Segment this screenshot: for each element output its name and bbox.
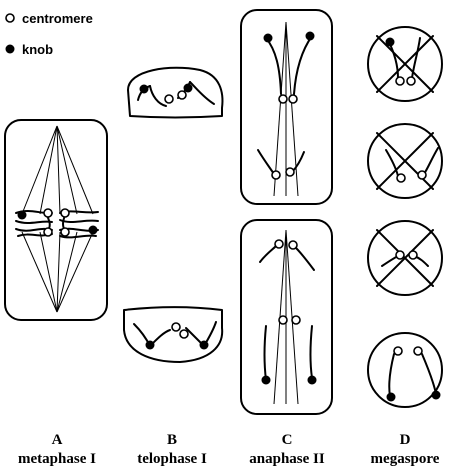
knob (200, 341, 209, 350)
knob (262, 376, 271, 385)
centromere (178, 91, 186, 99)
centromere (289, 95, 297, 103)
knob (306, 32, 315, 41)
centromere-legend-label: centromere (22, 11, 93, 26)
centromere (61, 209, 69, 217)
knob (140, 85, 149, 94)
knob (308, 376, 317, 385)
centromere (394, 347, 402, 355)
centromere (165, 95, 173, 103)
spindle-fibers (22, 126, 93, 312)
centromere (409, 251, 417, 259)
panel-a-metaphase-cell (5, 120, 107, 320)
telophase-bottom-cell-outline (124, 307, 222, 362)
panel-b-telophase-bottom-cell (124, 307, 222, 362)
panel-labels: A metaphase I B telophase I C anaphase I… (18, 432, 440, 467)
knob (432, 391, 441, 400)
panel-b-telophase-top-cell (128, 68, 222, 118)
knob-legend-label: knob (22, 42, 53, 57)
knob (184, 84, 193, 93)
centromere-legend-icon (6, 14, 14, 22)
centromere (44, 209, 52, 217)
centromere (180, 330, 188, 338)
panel-d-megaspore-4-functional (368, 333, 442, 407)
knob (146, 341, 155, 350)
panel-d-stage: megaspore (371, 451, 440, 467)
centromere (172, 323, 180, 331)
knob (387, 393, 396, 402)
centromere (396, 251, 404, 259)
centromere (286, 168, 294, 176)
knob (386, 38, 395, 47)
megaspore-outline (368, 333, 442, 407)
centromere (396, 77, 404, 85)
centromere (418, 171, 426, 179)
panel-c-letter: C (282, 432, 293, 448)
centromere (414, 347, 422, 355)
panel-d-megaspore-2-degenerate (368, 124, 442, 198)
panel-a-letter: A (52, 432, 63, 448)
panel-c-anaphase-top-cell (241, 10, 332, 204)
panel-d-megaspore-1-degenerate (368, 27, 442, 101)
centromere (279, 316, 287, 324)
legend: centromere knob (6, 11, 93, 57)
panel-a-stage: metaphase I (18, 451, 96, 467)
centromere (292, 316, 300, 324)
centromere (407, 77, 415, 85)
panel-c-anaphase-bottom-cell (241, 220, 332, 414)
panel-b-letter: B (167, 432, 177, 448)
panel-d-megaspore-3-degenerate (368, 221, 442, 295)
knob (89, 226, 98, 235)
panel-b-stage: telophase I (137, 451, 207, 467)
knob (264, 34, 273, 43)
panel-c-stage: anaphase II (249, 451, 325, 467)
bivalent-chromosomes (16, 209, 98, 237)
centromere (44, 228, 52, 236)
centromere (279, 95, 287, 103)
knob (18, 211, 27, 220)
centromere (61, 228, 69, 236)
panel-d-letter: D (400, 432, 411, 448)
knob-legend-icon (6, 45, 15, 54)
centromere (272, 171, 280, 179)
centromere (289, 241, 297, 249)
centromere (275, 240, 283, 248)
centromere (397, 174, 405, 182)
